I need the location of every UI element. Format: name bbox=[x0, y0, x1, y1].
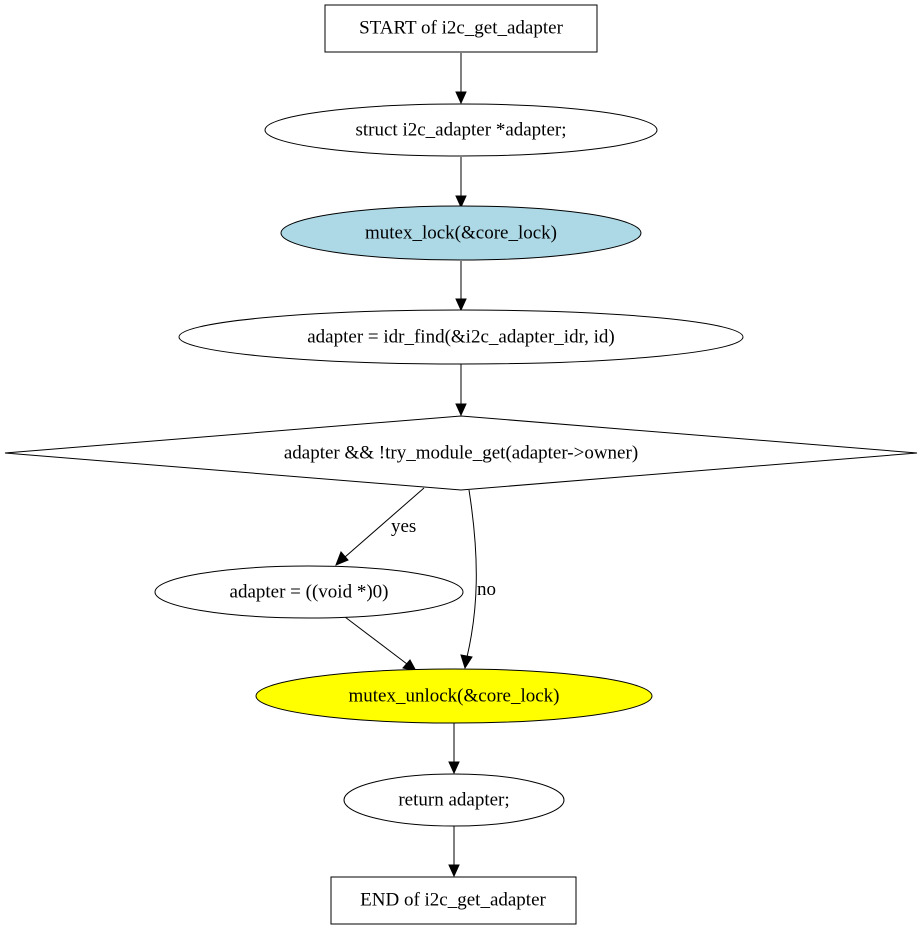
declare-ellipse bbox=[264, 103, 658, 157]
lock-label: mutex_lock(&core_lock) bbox=[365, 223, 557, 244]
arrowhead-find-to-decision bbox=[455, 403, 467, 417]
start-label: START of i2c_get_adapter bbox=[359, 18, 563, 39]
return-ellipse bbox=[343, 773, 565, 827]
node-end: END of i2c_get_adapter bbox=[330, 876, 577, 925]
find-label: adapter = idr_find(&i2c_adapter_idr, id) bbox=[307, 327, 615, 348]
node-start: START of i2c_get_adapter bbox=[324, 4, 598, 53]
start-box bbox=[324, 4, 598, 53]
edge-set-null-to-unlock bbox=[344, 616, 408, 665]
node-set-null: adapter = ((void *)0) bbox=[154, 565, 464, 619]
arrowhead-decision-to-set-null bbox=[335, 551, 349, 566]
arrowhead-declare-to-lock bbox=[455, 195, 467, 209]
end-box bbox=[330, 876, 577, 925]
set-null-ellipse bbox=[154, 565, 464, 619]
edge-decision-to-set-null bbox=[344, 487, 425, 558]
edge-label-yes: yes bbox=[391, 516, 416, 537]
arrowhead-return-to-end bbox=[448, 864, 460, 878]
arrowhead-decision-to-unlock bbox=[460, 654, 473, 670]
decision-label: adapter && !try_module_get(adapter->owne… bbox=[284, 443, 638, 464]
arrowhead-start-to-declare bbox=[455, 91, 467, 105]
edge-decision-to-unlock bbox=[466, 489, 477, 658]
find-ellipse bbox=[178, 309, 744, 365]
node-declare: struct i2c_adapter *adapter; bbox=[264, 103, 658, 157]
return-label: return adapter; bbox=[398, 790, 509, 811]
declare-label: struct i2c_adapter *adapter; bbox=[355, 120, 566, 141]
unlock-ellipse bbox=[255, 668, 653, 724]
node-decision: adapter && !try_module_get(adapter->owne… bbox=[4, 415, 918, 491]
decision-diamond bbox=[4, 415, 918, 491]
node-unlock: mutex_unlock(&core_lock) bbox=[255, 668, 653, 724]
edge-label-no: no bbox=[477, 579, 496, 600]
lock-ellipse bbox=[280, 205, 642, 261]
edges bbox=[335, 53, 477, 878]
unlock-label: mutex_unlock(&core_lock) bbox=[348, 686, 559, 707]
end-label: END of i2c_get_adapter bbox=[360, 890, 546, 911]
set-null-label: adapter = ((void *)0) bbox=[230, 582, 389, 603]
node-return: return adapter; bbox=[343, 773, 565, 827]
arrowhead-lock-to-find bbox=[455, 298, 467, 312]
arrowhead-unlock-to-return bbox=[448, 761, 460, 775]
node-lock: mutex_lock(&core_lock) bbox=[280, 205, 642, 261]
node-find: adapter = idr_find(&i2c_adapter_idr, id) bbox=[178, 309, 744, 365]
